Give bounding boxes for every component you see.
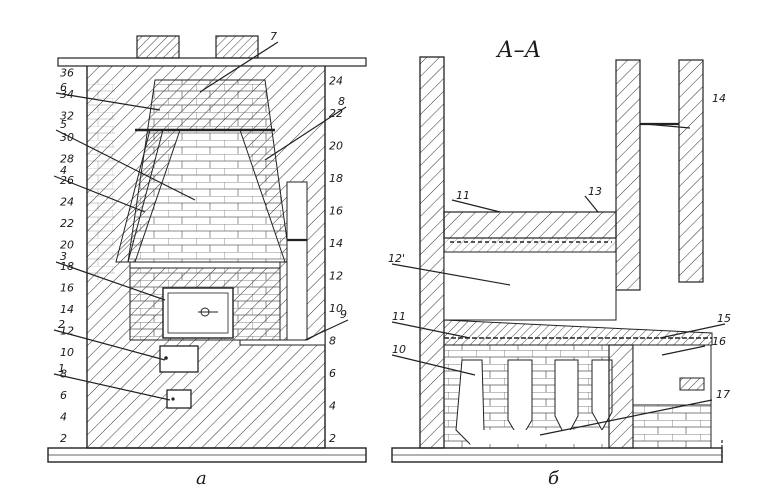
section-cavity-12 — [443, 251, 617, 321]
callout-left-7: 7 — [270, 30, 277, 43]
left-chimney-1 — [136, 35, 180, 59]
callout-right-3: 12' — [388, 252, 405, 265]
row-number-left: 4 — [60, 411, 67, 424]
row-number-left: 18 — [60, 260, 74, 273]
caption-right: б — [548, 468, 560, 489]
section-view — [391, 56, 723, 465]
section-channel-17 — [470, 430, 620, 444]
firebox-door-frame — [167, 292, 229, 334]
left-hood-shelf — [129, 261, 281, 269]
callout-right-6: 15 — [717, 312, 731, 325]
row-number-left: 8 — [60, 368, 67, 381]
row-number-left: 36 — [60, 67, 74, 80]
row-number-right: 24 — [329, 75, 343, 88]
row-number-left: 22 — [60, 217, 74, 230]
section-title: А–А — [495, 38, 541, 63]
firebox-door — [162, 287, 234, 339]
callout-left-3: 3 — [60, 250, 67, 263]
callout-left-5: 5 — [60, 118, 67, 131]
left-flue-channel — [286, 181, 308, 341]
callout-left-4: 4 — [60, 164, 67, 177]
section-front-post — [608, 344, 634, 449]
section-middle-post — [615, 59, 641, 291]
callout-left-8: 8 — [338, 95, 345, 108]
row-number-right: 4 — [329, 400, 336, 413]
row-number-right: 14 — [329, 237, 343, 250]
front-elevation — [47, 35, 367, 463]
callout-right-7: 16 — [712, 335, 726, 348]
row-number-left: 2 — [60, 432, 67, 445]
cleanout-door — [166, 389, 192, 409]
left-flue-exit — [239, 329, 326, 346]
callout-right-2: 11 — [392, 310, 406, 323]
section-door-frame — [679, 377, 705, 391]
row-number-left: 16 — [60, 282, 74, 295]
row-number-right: 6 — [329, 367, 336, 380]
row-number-left: 32 — [60, 110, 74, 123]
callout-right-0: 10 — [392, 343, 406, 356]
section-lower-slab — [443, 319, 713, 346]
ash-door-knob-icon — [164, 356, 168, 360]
row-number-right: 20 — [329, 140, 343, 153]
callout-right-8: 17 — [716, 388, 730, 401]
callout-right-5: 14 — [712, 92, 726, 105]
caption-left: а — [196, 468, 207, 489]
callout-left-9: 9 — [340, 308, 347, 321]
callout-left-1: 1 — [58, 362, 65, 375]
section-left-wall — [419, 56, 445, 449]
section-bottom-brick — [632, 404, 712, 449]
section-upper-band — [443, 237, 617, 253]
row-number-right: 16 — [329, 205, 343, 218]
row-number-left: 6 — [60, 389, 67, 402]
callout-right-1: 11 — [456, 189, 470, 202]
grate-cell-3 — [554, 359, 579, 440]
row-number-right: 12 — [329, 270, 343, 283]
left-side-band — [87, 80, 115, 280]
callout-left-6: 6 — [60, 81, 67, 94]
left-top-slab — [57, 57, 367, 67]
row-number-left: 20 — [60, 239, 74, 252]
section-upper-slab — [443, 211, 617, 239]
callout-right-4: 13 — [588, 185, 602, 198]
left-hood-bricks — [135, 130, 285, 262]
row-number-right: 10 — [329, 302, 343, 315]
left-leaders — [53, 41, 349, 401]
left-chimney-2 — [215, 35, 259, 59]
row-number-right: 2 — [329, 432, 336, 445]
callout-left-2: 2 — [58, 318, 65, 331]
row-number-right: 18 — [329, 172, 343, 185]
section-right-post — [678, 59, 704, 283]
row-number-left: 14 — [60, 303, 74, 316]
row-number-left: 10 — [60, 346, 74, 359]
right-leaders — [391, 123, 726, 436]
section-door-16 — [632, 344, 712, 406]
cleanout-door-knob-icon — [171, 397, 175, 401]
row-number-left: 28 — [60, 153, 74, 166]
row-number-right: 8 — [329, 335, 336, 348]
row-number-left: 24 — [60, 196, 74, 209]
